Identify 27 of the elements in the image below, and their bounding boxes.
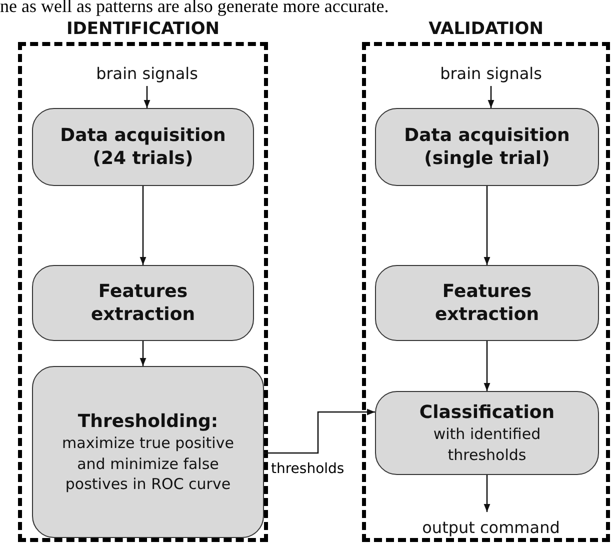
group-heading: IDENTIFICATION [65, 19, 221, 39]
arrow [488, 86, 494, 108]
box-description: maximize true positive and minimize false postives in ROC curve [61, 433, 235, 494]
flow-label: output command [422, 518, 560, 536]
process-box [375, 391, 599, 475]
arrow [144, 86, 150, 108]
box-title: Thresholding: [78, 410, 218, 434]
arrow [484, 341, 490, 391]
process-box [375, 265, 599, 341]
box-title: Classification [419, 401, 555, 424]
arrow [484, 475, 490, 512]
process-box [375, 108, 599, 186]
box-description: with identified thresholds [432, 424, 542, 465]
box-title: Data acquisition (24 trials) [59, 124, 227, 170]
group-heading: VALIDATION [428, 19, 544, 39]
arrow [140, 186, 146, 265]
flow-label: brain signals [440, 64, 542, 82]
box-title: Features extraction [434, 280, 540, 326]
process-box [32, 366, 264, 538]
arrow [140, 341, 146, 366]
box-title: Features extraction [90, 280, 196, 326]
arrow [484, 186, 490, 265]
arrow [264, 408, 375, 454]
box-title: Data acquisition (single trial) [403, 124, 571, 170]
process-box [32, 265, 254, 341]
flow-label: brain signals [96, 64, 198, 82]
process-box [32, 108, 254, 186]
